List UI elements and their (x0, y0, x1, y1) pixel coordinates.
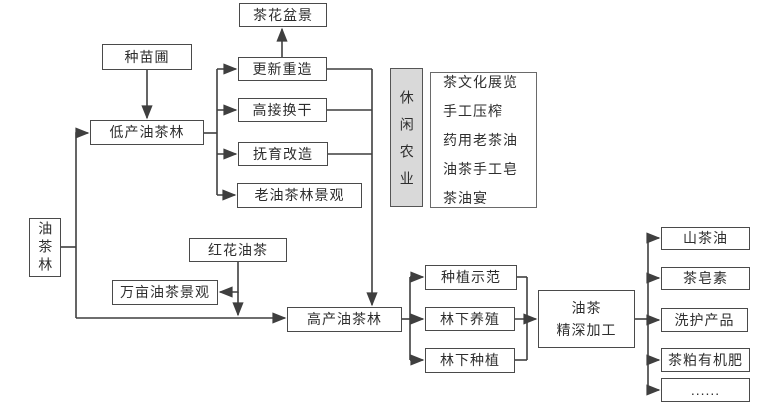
node-red-flower-oil-tea: 红花油茶 (189, 238, 287, 262)
node-under-forest-planting: 林下种植 (425, 348, 515, 373)
node-tea-saponin: 茶皂素 (661, 267, 750, 290)
node-deep-processing: 油茶 精深加工 (538, 290, 635, 348)
node-seedling-nursery: 种苗圃 (102, 44, 192, 70)
node-low-yield-forest: 低产油茶林 (90, 120, 204, 145)
node-under-forest-breeding: 林下养殖 (425, 307, 515, 331)
node-renewal-rebuild: 更新重造 (238, 57, 327, 81)
leisure-products-panel: 茶文化展览 手工压榨 药用老茶油 油茶手工皂 茶油宴 (430, 72, 537, 208)
node-old-forest-landscape: 老油茶林景观 (237, 183, 362, 208)
node-ellipsis-more-products: ...... (661, 378, 750, 402)
list-item: 油茶手工皂 (443, 161, 518, 177)
list-item: 手工压榨 (443, 103, 503, 119)
node-oil-tea-forest: 油茶林 (29, 218, 61, 277)
node-wanmu-oil-tea-landscape: 万亩油茶景观 (112, 280, 218, 305)
node-high-grafting: 高接换干 (238, 98, 327, 122)
list-item: 药用老茶油 (443, 132, 518, 148)
list-item: 茶文化展览 (443, 74, 518, 90)
list-item: 茶油宴 (443, 190, 488, 206)
node-high-yield-forest: 高产油茶林 (287, 307, 402, 332)
node-leisure-agriculture: 休闲农业 (390, 68, 423, 207)
node-care-products: 洗护产品 (661, 308, 748, 332)
node-camellia-oil: 山茶油 (661, 227, 750, 250)
node-camellia-bonsai: 茶花盆景 (239, 3, 327, 27)
node-planting-demo: 种植示范 (425, 265, 517, 290)
node-tea-meal-fertilizer: 茶粕有机肥 (661, 348, 750, 372)
node-tending-improvement: 抚育改造 (238, 142, 328, 166)
